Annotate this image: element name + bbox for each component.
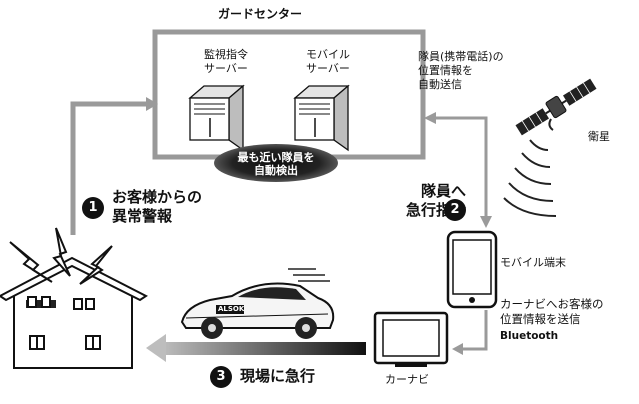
- auto-detect-line1: 最も近い隊員を: [237, 151, 315, 164]
- speed-lines: [288, 268, 330, 282]
- monitoring-server-icon: [188, 84, 245, 152]
- patrol-car-icon: [180, 282, 335, 339]
- bluetooth-arrow: [452, 310, 488, 355]
- guard-center-title: ガードセンター: [218, 7, 303, 21]
- mobile-server-label-line2: サーバー: [306, 62, 350, 75]
- step-1-badge: 1: [82, 197, 104, 219]
- alarm-arrow: [70, 97, 158, 235]
- customer-house-icon: [0, 256, 148, 369]
- satellite-label: 衛星: [588, 130, 610, 143]
- dispatch-arrow: [424, 112, 492, 228]
- bluetooth-label: Bluetooth: [500, 330, 559, 342]
- location-send-line3: 自動送信: [418, 78, 462, 91]
- carnavi-send-line1: カーナビへお客様の: [500, 297, 604, 311]
- step-2-badge: 2: [444, 199, 466, 221]
- step-3-text: 現場に急行: [240, 367, 316, 385]
- mobile-server-label: モバイル サーバー: [298, 48, 358, 76]
- alarm-bolt-icons: [9, 227, 113, 285]
- mobile-terminal-icon: [446, 230, 498, 309]
- auto-detect-line2: 自動検出: [254, 164, 298, 177]
- auto-detect-text: 最も近い隊員を 自動検出: [226, 151, 326, 177]
- satellite-icon: [515, 78, 597, 136]
- car-navi-label: カーナビ: [385, 373, 429, 386]
- car-logo: ALSOK: [218, 305, 245, 313]
- carnavi-send-text: カーナビへお客様の 位置情報を送信 Bluetooth: [500, 297, 604, 344]
- auto-detect-badge: [214, 144, 338, 182]
- location-send-text: 隊員(携帯電話)の 位置情報を 自動送信: [418, 50, 504, 92]
- carnavi-send-line2: 位置情報を送信: [500, 312, 581, 326]
- mobile-server-label-line1: モバイル: [306, 48, 350, 61]
- step-1-line2: 異常警報: [112, 207, 173, 225]
- step-1-text: お客様からの 異常警報: [112, 188, 202, 226]
- location-send-line2: 位置情報を: [418, 64, 473, 77]
- car-navi-icon: [373, 311, 449, 367]
- location-send-line1: 隊員(携帯電話)の: [418, 50, 504, 63]
- step-1-line1: お客様からの: [112, 188, 203, 206]
- monitoring-server-label-line1: 監視指令: [204, 48, 248, 61]
- signal-waves: [503, 139, 557, 217]
- step-3-badge: 3: [210, 366, 232, 388]
- rush-arrow: [146, 334, 366, 362]
- monitoring-server-label-line2: サーバー: [204, 62, 248, 75]
- mobile-terminal-label: モバイル端末: [500, 256, 566, 269]
- mobile-server-icon: [293, 84, 350, 152]
- step-2-line1: 隊員へ: [420, 182, 466, 200]
- monitoring-server-label: 監視指令 サーバー: [196, 48, 256, 76]
